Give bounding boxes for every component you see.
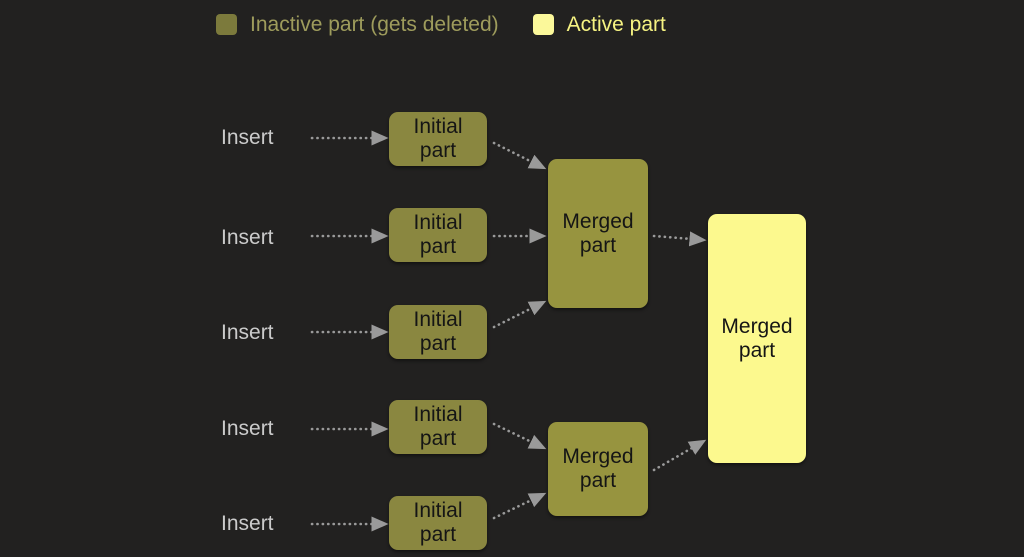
merge-arrow-5 [492,492,547,520]
inactive-part-swatch-icon [216,13,237,35]
initial-part-box-line1-3: Initial [413,308,463,331]
initial-part-box-line2-5: part [419,523,457,546]
legend-item-inactive: Inactive part (gets deleted) [216,12,499,36]
merge-arrow-1 [492,141,547,170]
initial-part-box-line2-4: part [419,427,457,450]
initial-part-box-line1-2: Initial [413,211,463,234]
insert-label-5: Insert [221,512,274,535]
legend-label-active: Active part [566,12,666,36]
insert-arrow-group [310,130,389,532]
initial-part-box-line2-1: part [419,139,457,162]
legend: Inactive part (gets deleted) Active part [216,9,666,39]
merge-arrow-3 [492,300,547,329]
initial-part-box-line1-1: Initial [413,115,463,138]
merge-arrow-6 [652,231,707,247]
legend-item-active: Active part [532,12,666,36]
insert-label-2: Insert [221,226,274,249]
active-merged-part-line2: part [738,338,776,362]
initial-part-box-line1-4: Initial [413,403,463,426]
initial-part-box-line1-5: Initial [413,499,463,522]
legend-label-inactive: Inactive part (gets deleted) [250,12,499,36]
initial-part-box-line2-3: part [419,332,457,355]
insert-label-3: Insert [221,321,274,344]
merge-arrow-4 [492,422,547,450]
merged-part-box-line2-2: part [579,469,617,492]
merge-arrow-7 [652,439,707,472]
initial-part-box-line2-2: part [419,235,457,258]
merged-part-box-line1-1: Merged [562,209,634,233]
merged-part-box-line1-2: Merged [562,445,634,468]
insert-label-4: Insert [221,417,274,440]
merged-part-box-line2-1: part [579,233,617,257]
active-merged-part-box[interactable]: Merged part [708,214,806,463]
active-part-swatch-icon [532,13,554,35]
active-merged-part-line1: Merged [721,314,793,338]
active-merged-part-label: Merged part [721,315,792,363]
insert-label-1: Insert [221,126,274,149]
